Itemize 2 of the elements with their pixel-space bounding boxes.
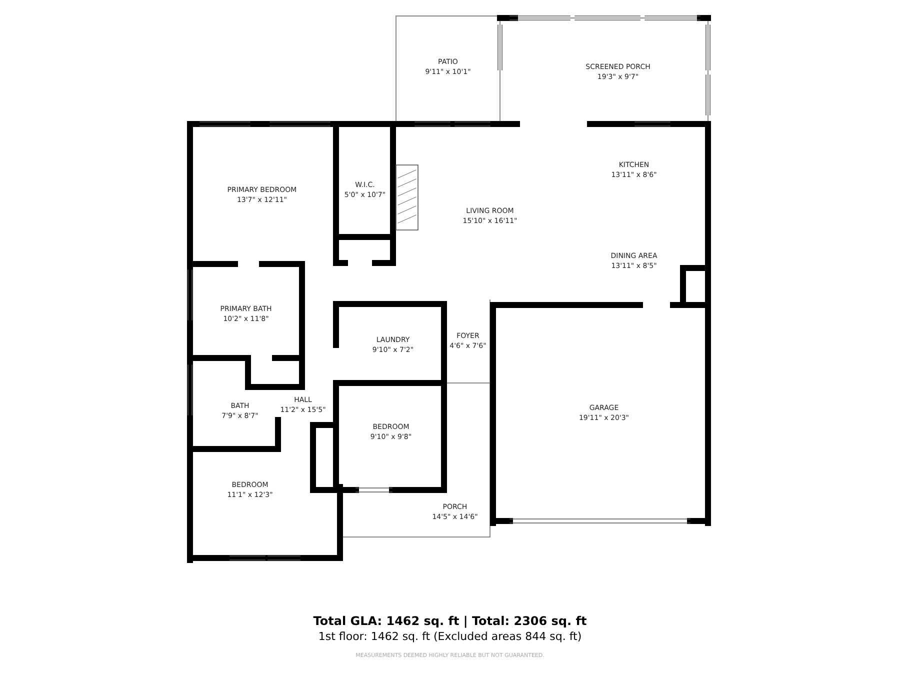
- floor-area-note: 1st floor: 1462 sq. ft (Excluded areas 844 sq. ft): [318, 630, 582, 643]
- area-summary: Total GLA: 1462 sq. ft | Total: 2306 sq. ft: [313, 614, 587, 628]
